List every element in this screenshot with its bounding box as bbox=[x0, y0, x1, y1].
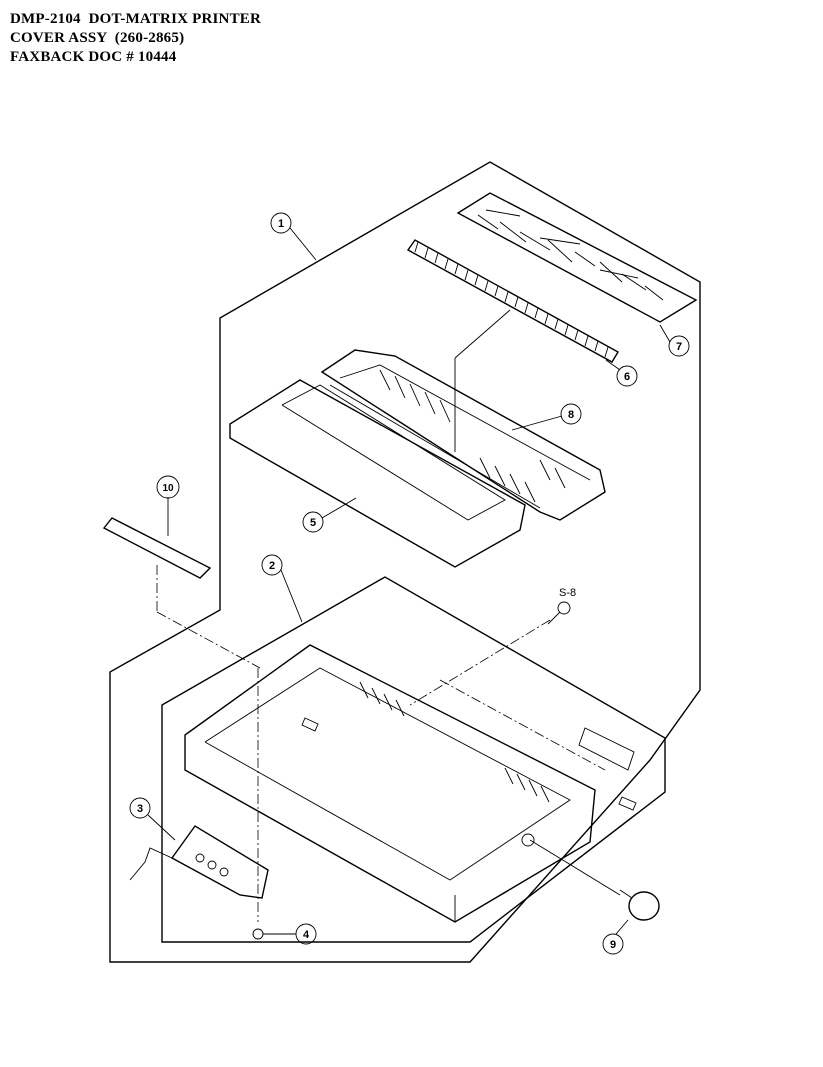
guide-line-right bbox=[439, 679, 606, 771]
header-assembly-line: COVER ASSY (260-2865) bbox=[10, 30, 185, 46]
callout-10: 10 bbox=[156, 475, 180, 499]
callout-5: 5 bbox=[302, 511, 324, 533]
svg-text:8: 8 bbox=[568, 409, 574, 421]
svg-text:7: 7 bbox=[676, 341, 682, 353]
part-10-strip bbox=[102, 517, 212, 579]
callout-3: 3 bbox=[129, 797, 151, 819]
screw-label-s8: S-8 bbox=[559, 587, 576, 599]
callout-8: 8 bbox=[560, 403, 582, 425]
svg-text:5: 5 bbox=[310, 517, 316, 529]
part-6-paper-guide bbox=[406, 239, 619, 363]
document-header: DMP-2104 DOT-MATRIX PRINTER COVER ASSY (… bbox=[10, 10, 261, 67]
callout-6: 6 bbox=[616, 365, 638, 387]
leader-8 bbox=[511, 415, 563, 431]
part-3-switch-board bbox=[129, 825, 269, 899]
callout-4: 4 bbox=[295, 923, 317, 945]
part-5-top-cover bbox=[229, 379, 526, 568]
svg-text:2: 2 bbox=[269, 560, 275, 572]
leader-6 bbox=[605, 359, 621, 371]
callout-9: 9 bbox=[602, 933, 624, 955]
part-8-upper-cover bbox=[320, 349, 606, 521]
header-model-line: DMP-2104 DOT-MATRIX PRINTER bbox=[10, 11, 262, 27]
svg-text:6: 6 bbox=[624, 371, 630, 383]
leader-7 bbox=[659, 324, 671, 343]
header-faxback-line: FAXBACK DOC # 10444 bbox=[10, 49, 177, 65]
group-1-boundary bbox=[109, 161, 701, 963]
leader-1 bbox=[289, 227, 317, 261]
svg-text:9: 9 bbox=[610, 939, 616, 951]
svg-text:10: 10 bbox=[162, 483, 174, 494]
svg-text:4: 4 bbox=[303, 929, 310, 941]
callout-1: 1 bbox=[270, 212, 292, 234]
svg-text:3: 3 bbox=[137, 803, 143, 815]
callout-7: 7 bbox=[668, 335, 690, 357]
guide-line-10b bbox=[156, 611, 261, 669]
leader-5 bbox=[321, 497, 357, 519]
part-2-printer-base bbox=[184, 644, 637, 923]
guide-line-6 bbox=[454, 309, 511, 359]
s8-screw bbox=[547, 601, 571, 625]
guide-line-screw bbox=[409, 619, 551, 706]
part-7-window-cover bbox=[456, 192, 698, 323]
part-4-screw bbox=[252, 928, 296, 940]
leader-2 bbox=[280, 569, 303, 623]
guide-line-9 bbox=[529, 839, 621, 896]
svg-text:1: 1 bbox=[278, 218, 284, 230]
leader-3 bbox=[147, 814, 176, 841]
group-2-boundary bbox=[161, 576, 666, 943]
callout-2: 2 bbox=[261, 554, 283, 576]
part-9-knob bbox=[615, 889, 660, 935]
